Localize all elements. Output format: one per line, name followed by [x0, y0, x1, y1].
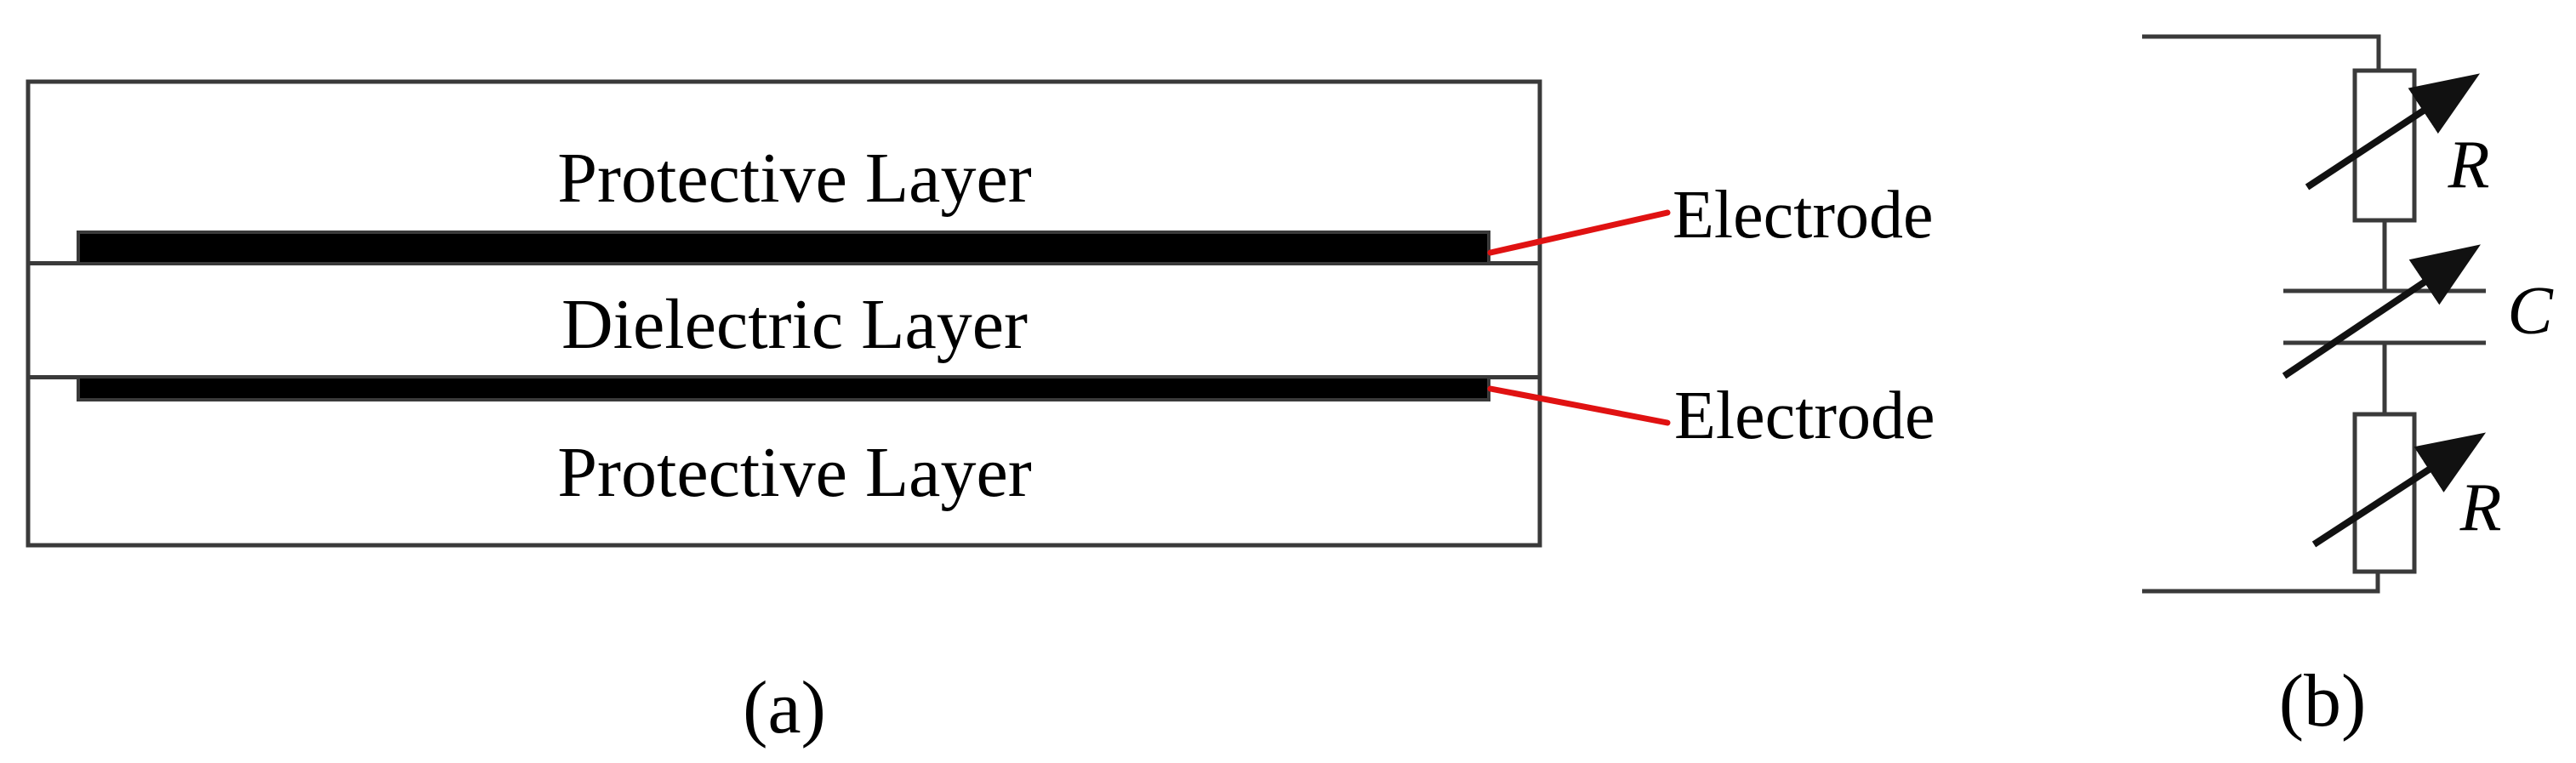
electrode-label-top: Electrode	[1673, 178, 1934, 253]
layer-label-dielectric: Dielectric Layer	[561, 285, 1028, 364]
sensor-outer-box	[26, 79, 1542, 548]
resistor-bottom-body	[2352, 412, 2417, 574]
capacitor-label: C	[2507, 274, 2553, 349]
circuit-top-wire	[2142, 34, 2381, 71]
resistor-top-label: R	[2448, 128, 2490, 202]
resistor-top-body	[2352, 68, 2417, 223]
resistor-bottom-label: R	[2459, 470, 2502, 545]
leader-line-electrode-bottom	[1487, 385, 1671, 426]
variable-arrow-resistor-bottom	[2311, 432, 2487, 548]
leader-line-electrode-top	[1487, 209, 1671, 256]
layer-label-protective-top: Protective Layer	[557, 139, 1032, 218]
variable-arrow-capacitor	[2282, 244, 2481, 379]
circuit-bottom-wire	[2142, 572, 2380, 594]
electrode-bar-top	[77, 231, 1490, 265]
caption-panel-b: (b)	[2278, 660, 2367, 743]
electrode-bar-bottom	[77, 375, 1490, 401]
electrode-label-bottom: Electrode	[1674, 379, 1935, 453]
variable-arrow-resistor-top	[2305, 73, 2481, 191]
layer-label-protective-bottom: Protective Layer	[557, 433, 1032, 512]
caption-panel-a: (a)	[743, 667, 826, 749]
